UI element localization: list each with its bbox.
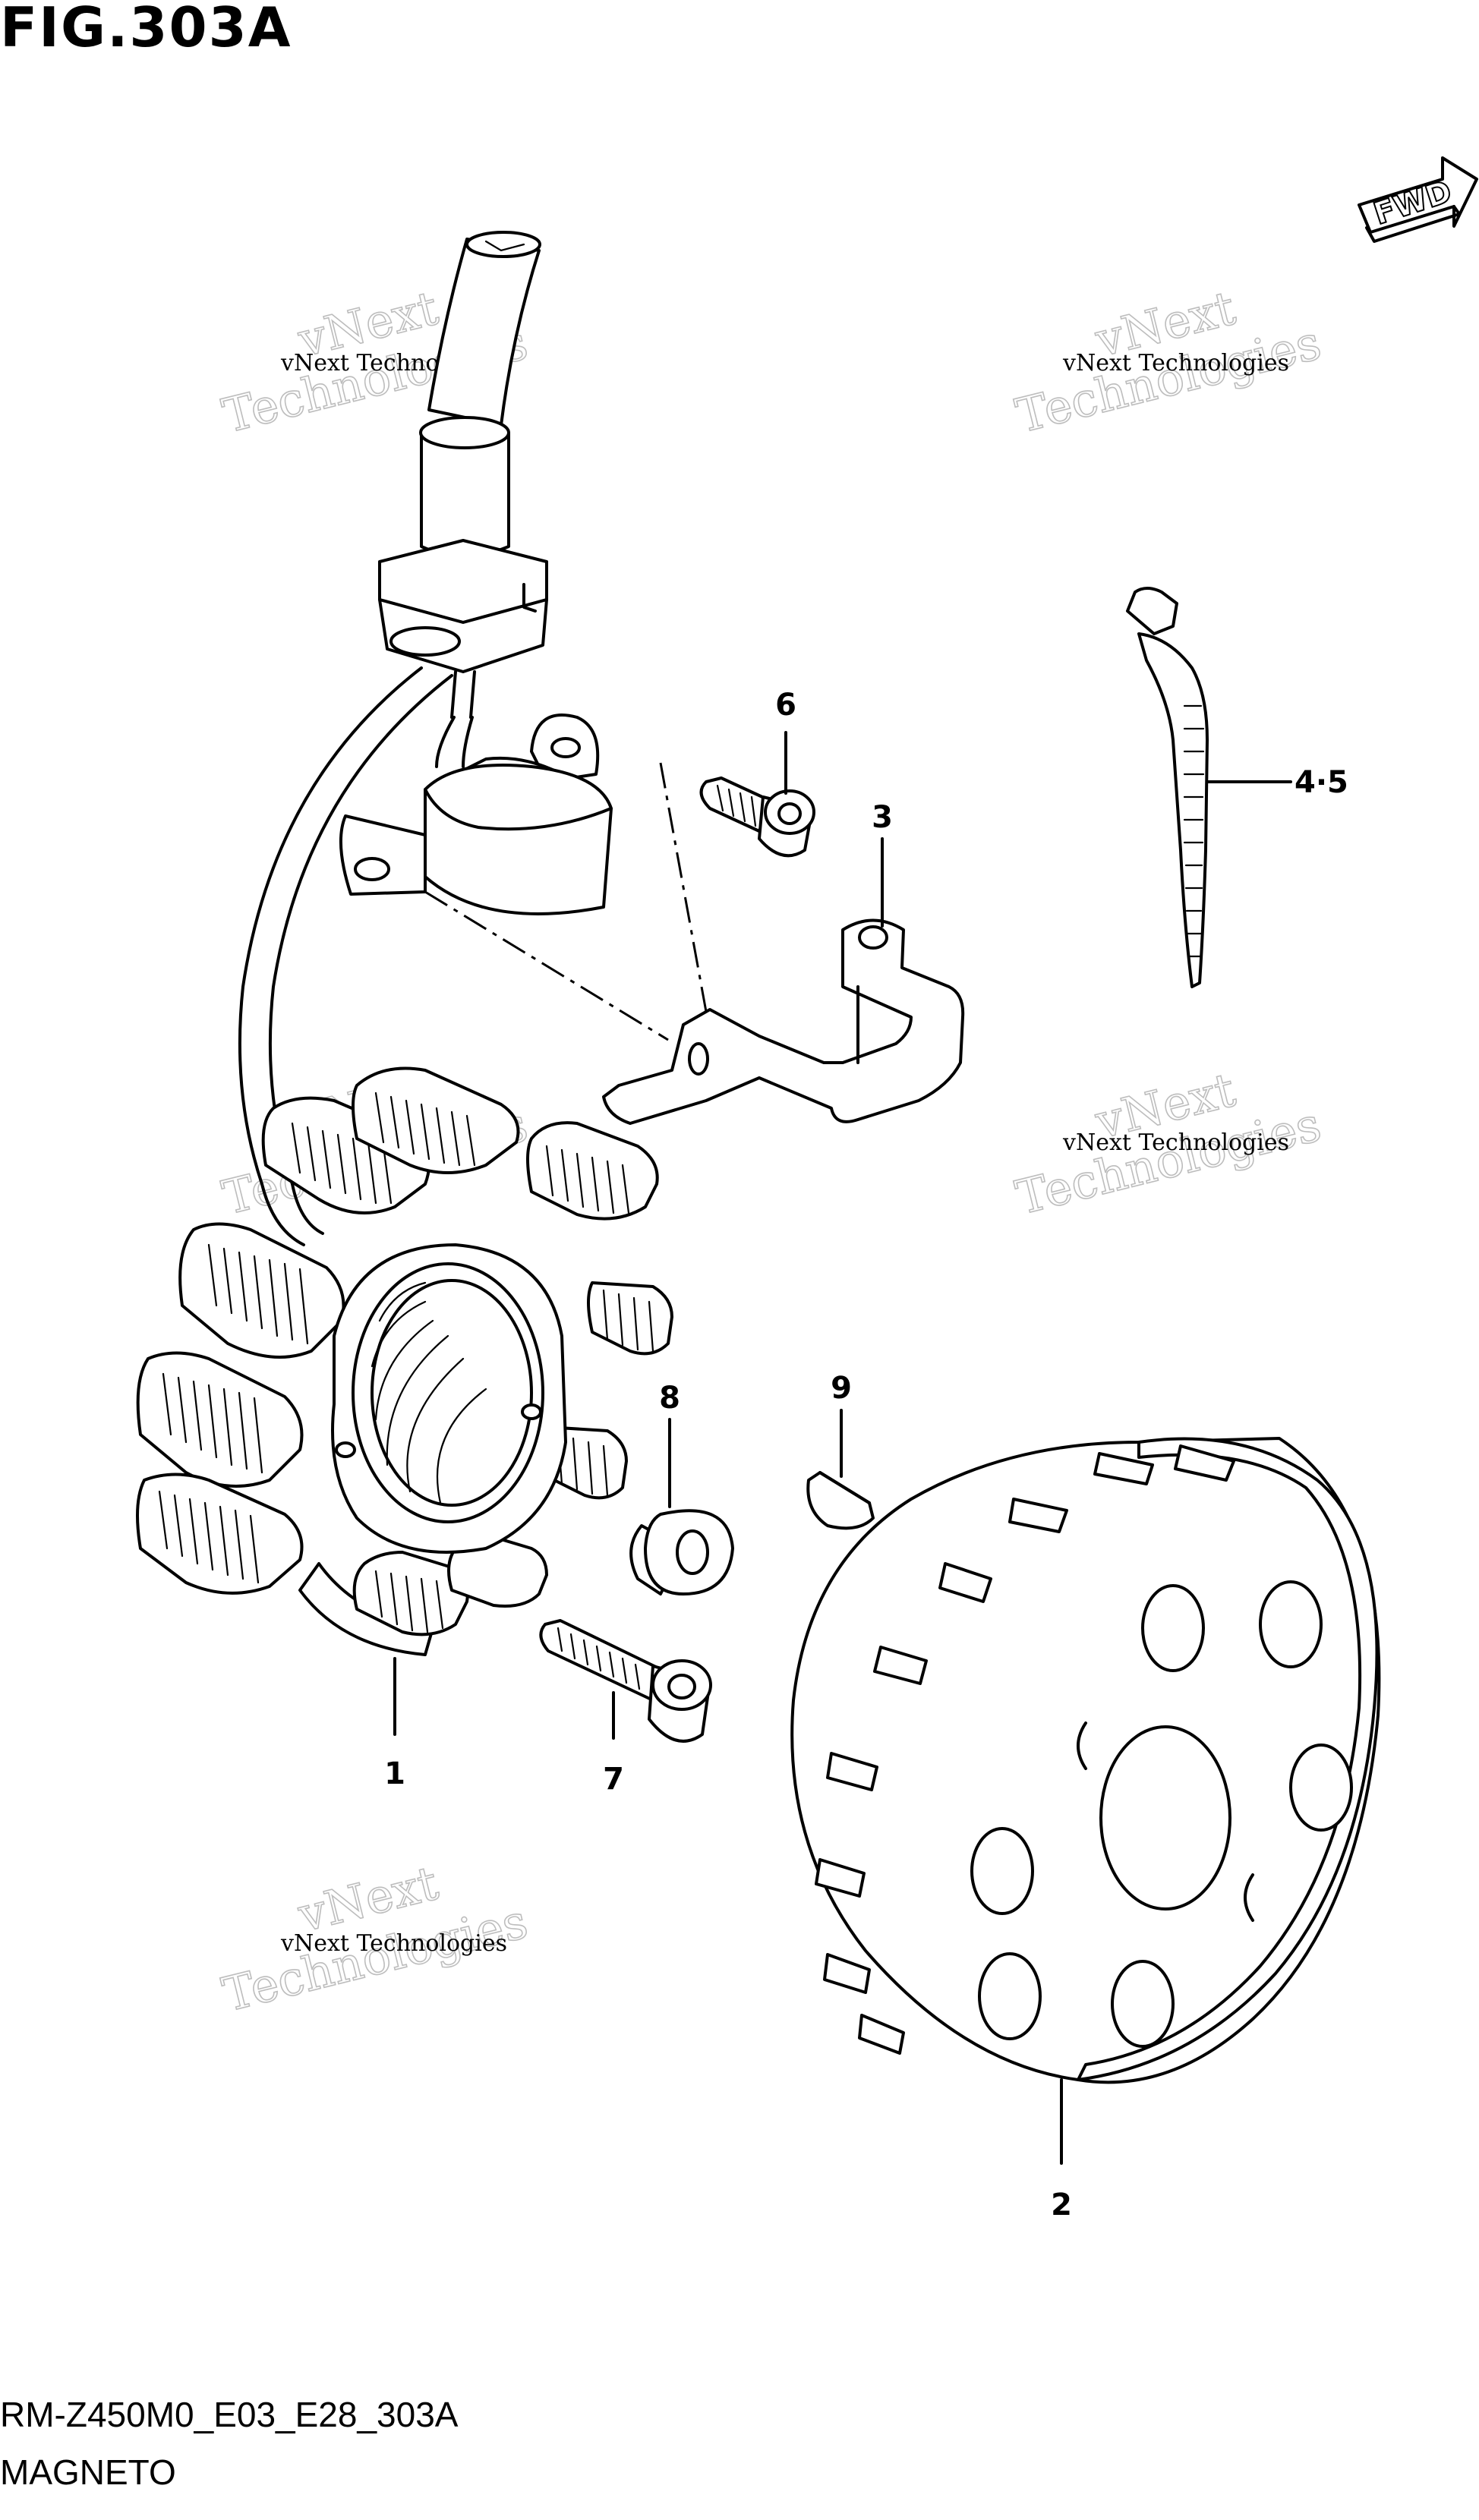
callout-2: 2: [1051, 2188, 1072, 2222]
watermark-top-right: Technologies vNext vNext Technologies: [1010, 279, 1326, 444]
callout-9: 9: [831, 1371, 852, 1406]
leader-sensor-to-bracket: [424, 890, 669, 1041]
pickup-sensor: [339, 713, 613, 915]
svg-text:vNext Technologies: vNext Technologies: [1062, 1129, 1289, 1156]
bolt-6: [699, 776, 815, 858]
figure-name: MAGNETO: [0, 2452, 176, 2492]
fwd-arrow-icon: FWD: [1358, 156, 1478, 243]
callout-1: 1: [384, 1756, 405, 1791]
callout-3: 3: [872, 800, 893, 835]
rotor-2: [790, 1437, 1381, 2084]
watermark-mid-right: Technologies vNext vNext Technologies: [1010, 1061, 1326, 1226]
figure-code: RM-Z450M0_E03_E28_303A: [0, 2395, 459, 2434]
wire-harness: [238, 231, 548, 1186]
svg-text:FWD: FWD: [1370, 174, 1456, 232]
callout-6: 6: [775, 688, 796, 723]
key-9: [806, 1471, 875, 1530]
bolt-7: [539, 1619, 712, 1743]
figure-title: FIG.303A: [0, 0, 292, 59]
watermark-bottom-left: Technologies vNext vNext Technologies: [216, 1854, 533, 2023]
svg-text:vNext Technologies: vNext Technologies: [280, 1930, 507, 1957]
svg-text:vNext Technologies: vNext Technologies: [1062, 350, 1289, 376]
callout-4-5: 4·5: [1295, 765, 1348, 800]
callout-8: 8: [659, 1381, 680, 1416]
spacer-8: [629, 1509, 734, 1595]
cable-tie-4-5: [1126, 587, 1209, 988]
stator-1: [136, 1066, 673, 1656]
leader-bolt-to-bracket: [659, 762, 711, 1033]
callout-7: 7: [603, 1762, 624, 1797]
bracket-3: [602, 918, 965, 1125]
